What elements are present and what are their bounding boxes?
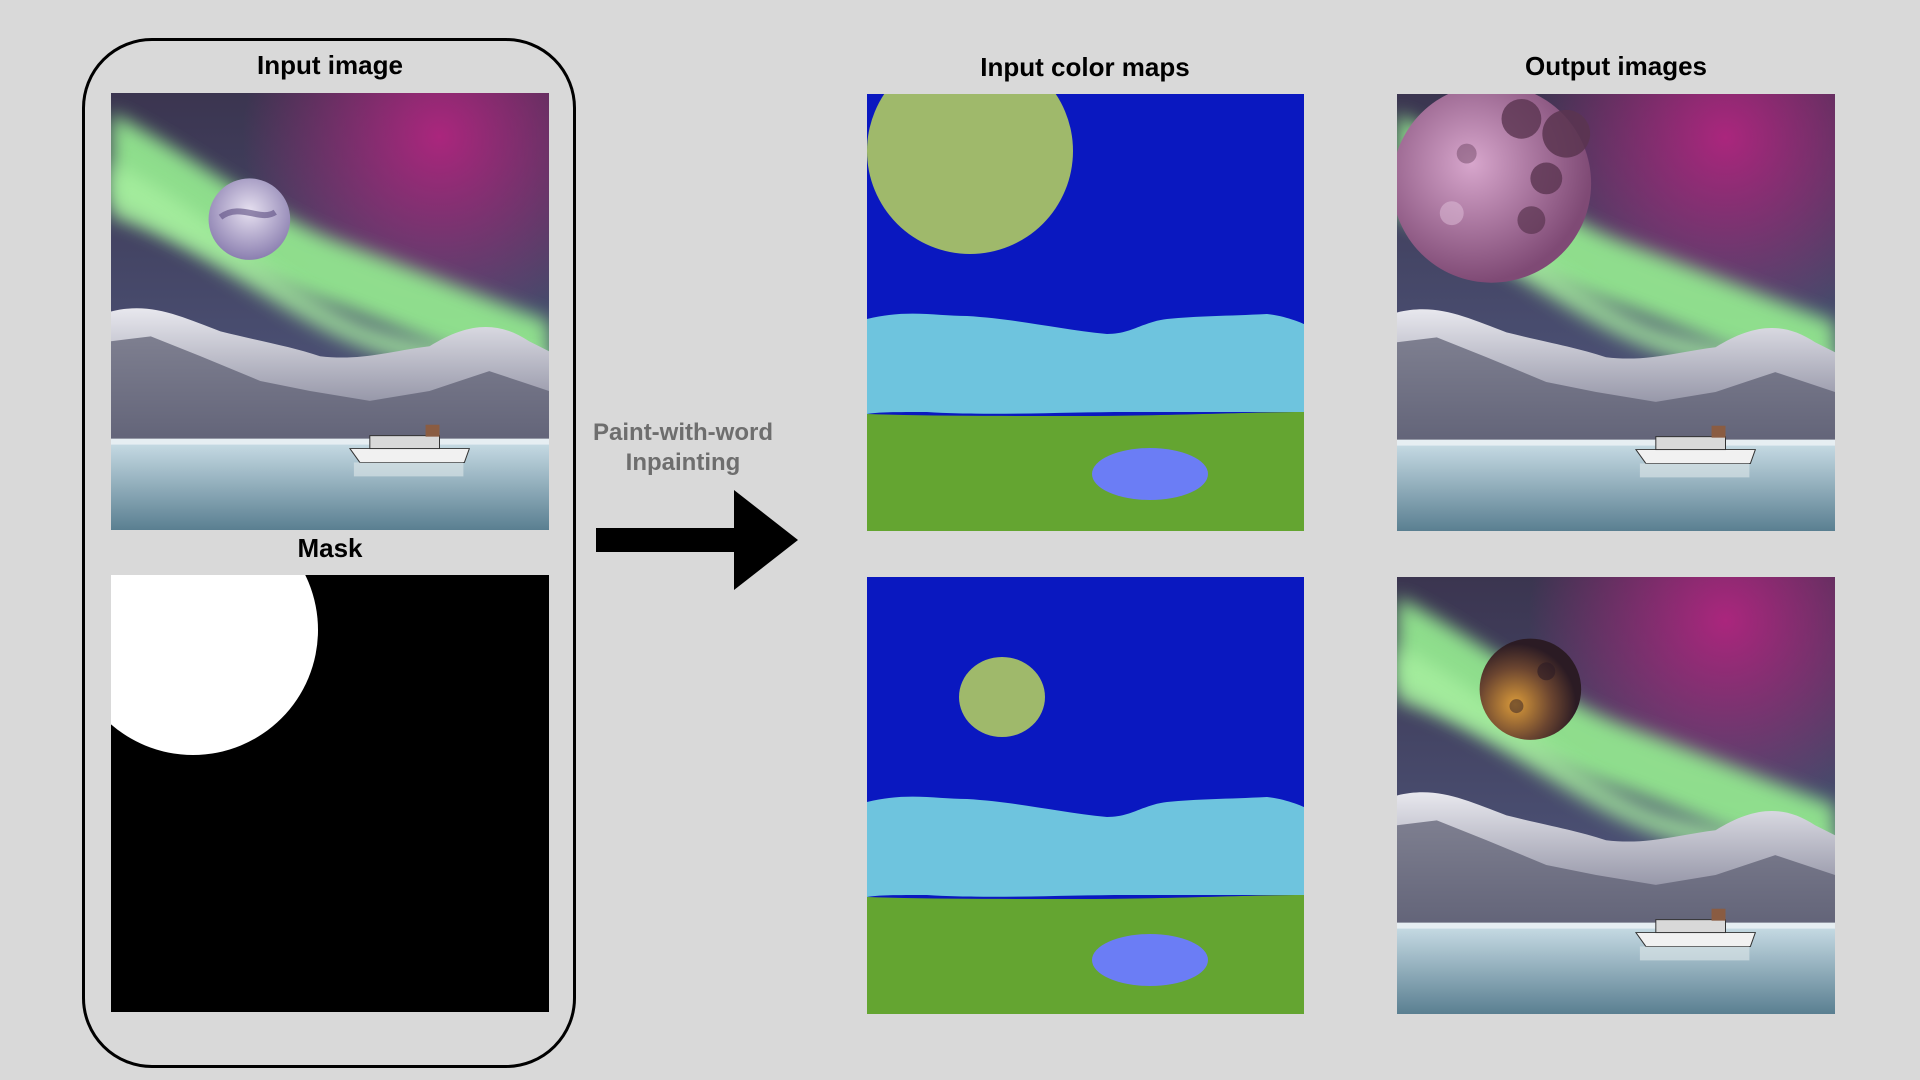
input-group-frame [82, 38, 576, 1068]
mask-title: Mask [297, 533, 363, 563]
right-arrow-icon [596, 490, 798, 590]
color-map-large-moon [867, 94, 1304, 531]
method-label-line2: Inpainting [625, 449, 741, 476]
input-image [111, 93, 549, 530]
mask-image [111, 575, 549, 1012]
method-label: Paint-with-word Inpainting [593, 418, 773, 478]
method-label-line1: Paint-with-word [593, 419, 773, 446]
output-image-large-moon [1397, 94, 1835, 531]
output-image-small-moon [1397, 577, 1835, 1014]
color-map-small-moon [867, 577, 1304, 1014]
output-images-title: Output images [1524, 51, 1708, 81]
input-image-title: Input image [257, 50, 403, 80]
color-maps-title: Input color maps [980, 52, 1190, 82]
